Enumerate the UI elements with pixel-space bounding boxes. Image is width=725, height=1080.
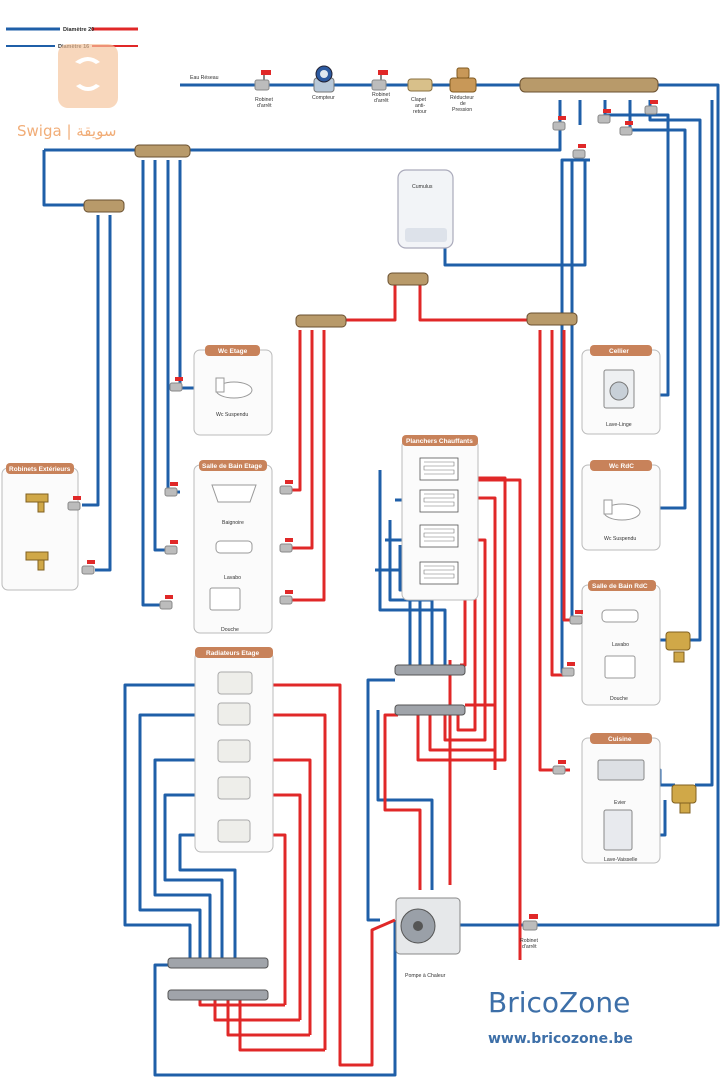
brass-valves xyxy=(665,631,697,814)
radiator-icon xyxy=(217,819,251,843)
fixture-valves[interactable] xyxy=(67,377,583,931)
eau-reseau-label: Eau Réseau xyxy=(190,75,219,81)
pressure-reducer-icon xyxy=(449,67,477,93)
pac-label: Pompe à Chaleur xyxy=(405,973,446,979)
swiga-text: Swiga | سويقة xyxy=(17,122,116,140)
radiateurs-title: Radiateurs Etage xyxy=(206,650,259,657)
supply-components: Eau Réseau Robinet d'arrêt Compteur Robi… xyxy=(190,65,477,115)
sdb-rdc-title: Salle de Bain RdC xyxy=(592,583,648,590)
panel-wc-rdc: Wc RdC Wc Suspendu xyxy=(581,460,661,551)
sdb-rdc-item-0: Lavabo xyxy=(612,642,629,648)
reducteur-label-b: de xyxy=(460,101,466,107)
faucet-icon xyxy=(25,493,49,513)
panel-planchers: Planchers Chauffants xyxy=(401,435,479,601)
robinet-label-2a: Robinet xyxy=(372,92,390,98)
cellier-title: Cellier xyxy=(609,348,629,355)
bricozone-watermark: BricoZone www.bricozone.be xyxy=(488,986,633,1047)
legend-d20: Diamètre 20 xyxy=(63,27,94,33)
robinet-pac-label-a: Robinet xyxy=(520,938,538,944)
compteur-label: Compteur xyxy=(312,95,335,101)
swiga-logo: Swiga | سويقة xyxy=(17,44,118,140)
cuisine-item-0: Evier xyxy=(614,800,626,806)
wc-etage-item: Wc Suspendu xyxy=(216,412,248,418)
sdb-etage-item-2: Douche xyxy=(221,627,239,633)
brand-name: BricoZone xyxy=(488,986,630,1019)
planchers-title: Planchers Chauffants xyxy=(406,438,473,445)
cuisine-title: Cuisine xyxy=(608,736,632,743)
radiator-manifold xyxy=(167,957,269,1001)
panel-cellier: Cellier Lave-Linge xyxy=(581,345,661,435)
wc-rdc-item: Wc Suspendu xyxy=(604,536,636,542)
valve-icon[interactable] xyxy=(371,70,388,91)
cuisine-item-1: Lave-Vaisselle xyxy=(604,857,637,863)
faucet-icon xyxy=(25,551,49,571)
reducteur-label-c: Pression xyxy=(452,107,472,113)
panel-sdb-etage: Salle de Bain Etage Baignoire Lavabo Dou… xyxy=(193,460,273,634)
cumulus-tank: Cumulus xyxy=(397,169,454,249)
exterior-collector xyxy=(83,199,125,213)
collector-valves[interactable] xyxy=(552,100,658,159)
main-cold-collector xyxy=(519,77,659,93)
cumulus-collector xyxy=(387,272,429,286)
robinet-label-1b: d'arrêt xyxy=(257,103,272,109)
robinet-pac-label-b: d'arrêt xyxy=(522,944,537,950)
panel-wc-etage: Wc Etage Wc Suspendu xyxy=(193,345,273,436)
sdb-etage-item-1: Lavabo xyxy=(224,575,241,581)
cellier-item: Lave-Linge xyxy=(606,422,632,428)
upstairs-hot-collector xyxy=(295,314,347,328)
robinets-ext-title: Robinets Extérieurs xyxy=(9,466,71,473)
clapet-label-c: retour xyxy=(413,109,427,115)
heat-pump: Pompe à Chaleur xyxy=(395,897,461,979)
water-meter-icon xyxy=(313,65,335,93)
clapet-label-b: anti- xyxy=(415,103,425,109)
wc-etage-title: Wc Etage xyxy=(218,348,248,355)
wc-rdc-title: Wc RdC xyxy=(609,463,634,470)
clapet-label-a: Clapet xyxy=(411,97,427,103)
robinet-label-2b: d'arrêt xyxy=(374,98,389,104)
reducteur-label-a: Réducteur xyxy=(450,95,474,101)
panel-robinets-ext: Robinets Extérieurs xyxy=(1,463,79,591)
sdb-rdc-item-1: Douche xyxy=(610,696,628,702)
sdb-etage-item-0: Baignoire xyxy=(222,520,244,526)
panel-cuisine: Cuisine Evier Lave-Vaisselle xyxy=(581,733,661,864)
panel-sdb-rdc: Salle de Bain RdC Lavabo Douche xyxy=(581,580,661,706)
brand-url: www.bricozone.be xyxy=(488,1031,633,1047)
collectors xyxy=(83,77,659,328)
radiator-icon xyxy=(217,702,251,726)
panel-radiateurs: Radiateurs Etage xyxy=(194,647,274,853)
sdb-etage-title: Salle de Bain Etage xyxy=(202,463,262,470)
radiator-icon xyxy=(217,776,251,800)
robinet-label-1a: Robinet xyxy=(255,97,273,103)
check-valve-icon xyxy=(407,78,433,92)
floor-heating-manifold xyxy=(394,664,466,716)
downstairs-hot-collector xyxy=(526,312,578,326)
radiator-icon xyxy=(217,671,253,695)
valve-icon[interactable] xyxy=(254,70,271,91)
radiator-icon xyxy=(217,739,251,763)
upstairs-cold-collector xyxy=(134,144,191,158)
cumulus-label: Cumulus xyxy=(412,184,433,190)
